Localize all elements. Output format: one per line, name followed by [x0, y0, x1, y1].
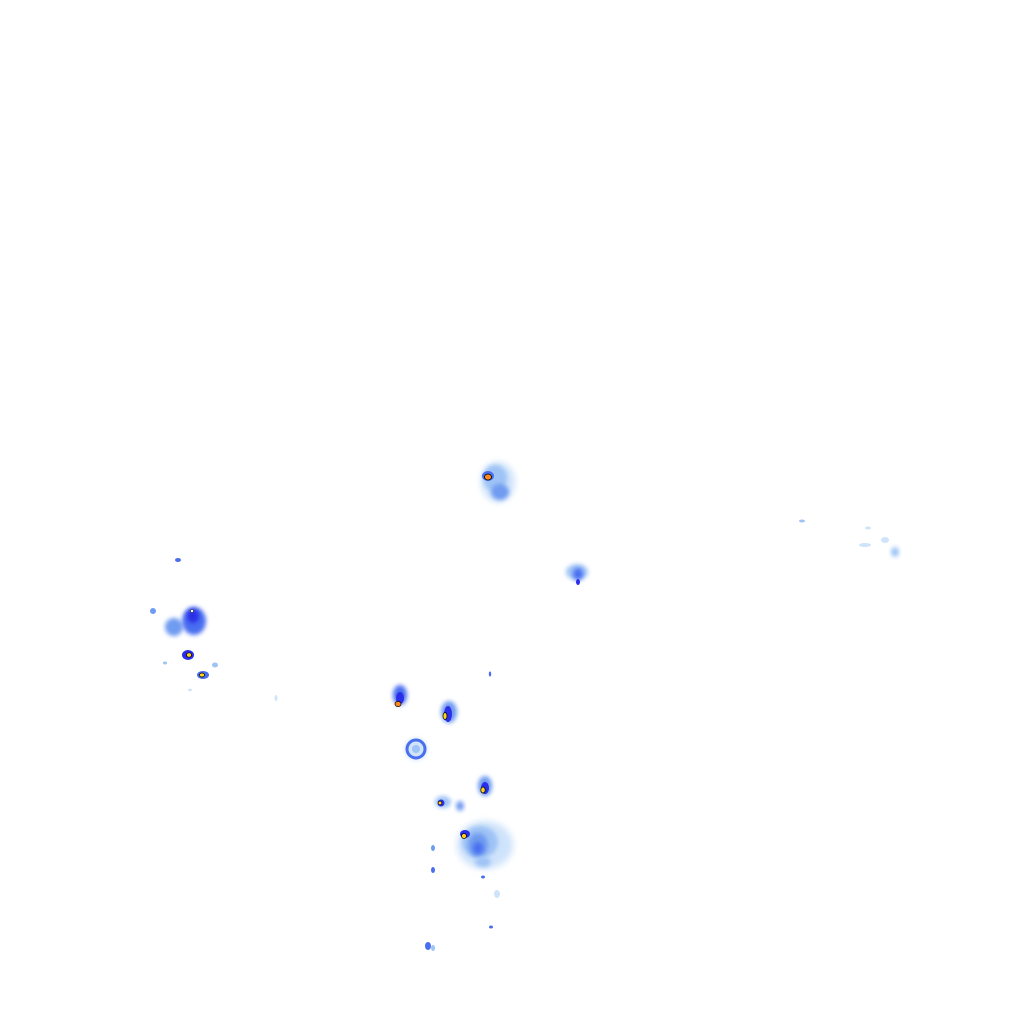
echo-cell-south-cluster — [431, 821, 513, 929]
echo-cell-center-ring — [405, 738, 427, 760]
echo-cell-west-small-1 — [163, 650, 194, 665]
echo-cell-west-small-2 — [188, 662, 278, 701]
echo-cell-south-far — [425, 942, 435, 951]
echo-cell-center-2 — [441, 671, 492, 723]
echo-cell-center-1 — [393, 685, 407, 707]
echo-cell-west-large — [150, 558, 206, 636]
echo-cell-south-1 — [478, 776, 492, 796]
echo-cell-north — [481, 462, 515, 502]
echo-cell-mid-east — [566, 564, 588, 585]
echo-cell-south-2 — [435, 796, 464, 811]
echo-cell-east-far — [799, 519, 899, 557]
